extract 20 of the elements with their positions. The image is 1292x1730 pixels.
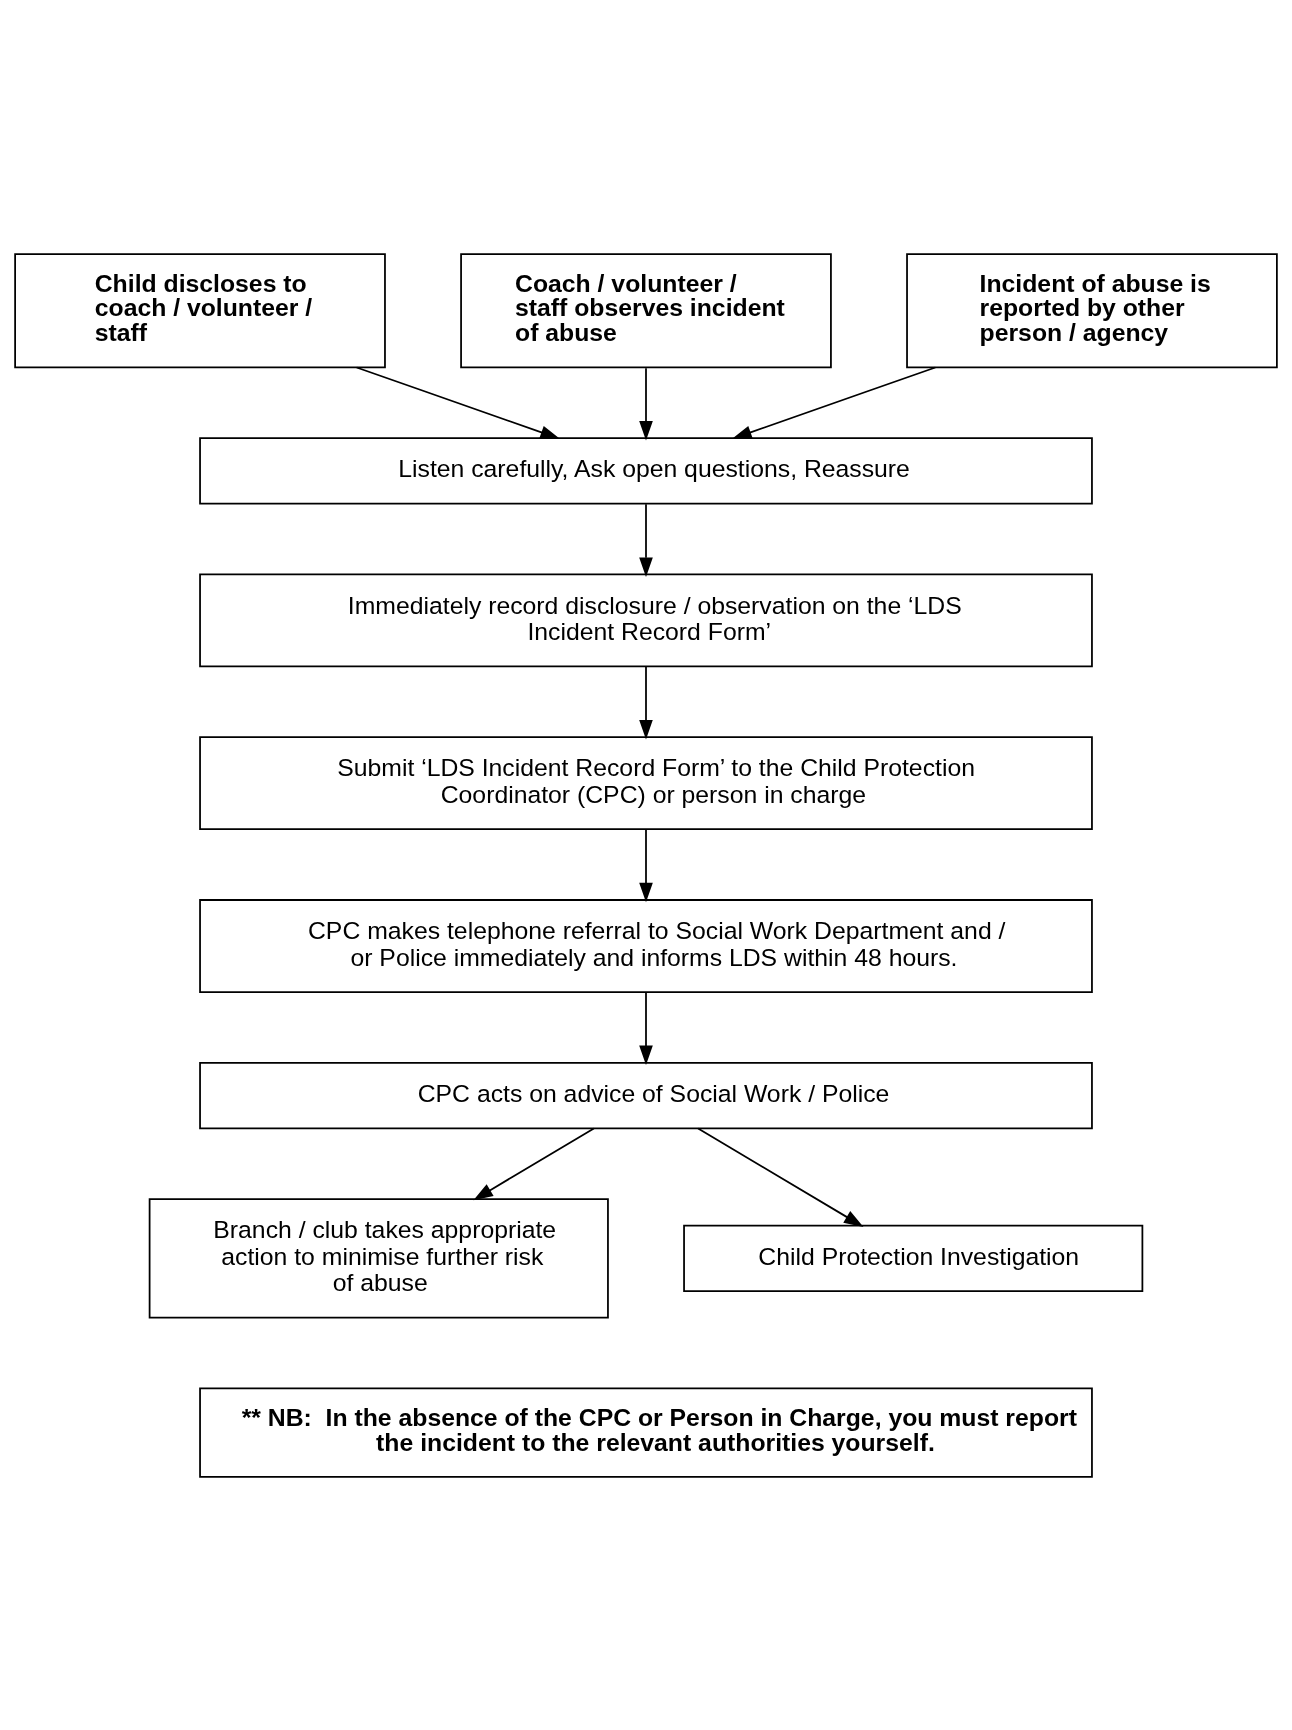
arrow bbox=[639, 991, 653, 1065]
node-box: Child Protection Investigation bbox=[683, 1224, 1144, 1292]
node-box: ** NB: In the absence of the CPC or Person in Charge, you must report the incident to the relevant authorities yourself. bbox=[199, 1387, 1093, 1478]
arrow bbox=[639, 366, 653, 440]
node-box: Submit ‘LDS Incident Record Form’ to the Child Protection Coordinator (CPC) or person in charge bbox=[199, 735, 1093, 830]
arrow bbox=[639, 827, 653, 902]
node-box: CPC acts on advice of Social Work / Police bbox=[199, 1061, 1093, 1129]
node-box: Child discloses to coach / volunteer / staff bbox=[14, 252, 386, 368]
node-box: CPC makes telephone referral to Social Work Department and / or Police immediately and informs LDS within 48 hours. bbox=[199, 898, 1093, 993]
node-box: Branch / club takes appropriate action to minimise further risk of abuse bbox=[148, 1197, 609, 1319]
arrow bbox=[732, 366, 937, 439]
node-box: Immediately record disclosure / observation on the ‘LDS Incident Record Form’ bbox=[199, 573, 1093, 667]
node-box: Listen carefully, Ask open questions, Reassure bbox=[199, 436, 1093, 504]
arrow bbox=[473, 1127, 595, 1200]
arrow bbox=[355, 366, 560, 439]
arrow bbox=[639, 502, 653, 577]
arrow bbox=[697, 1127, 864, 1227]
node-box: Incident of abuse is reported by other person / agency bbox=[906, 252, 1278, 368]
arrow bbox=[639, 665, 653, 739]
node-box: Coach / volunteer / staff observes incident of abuse bbox=[460, 252, 832, 368]
